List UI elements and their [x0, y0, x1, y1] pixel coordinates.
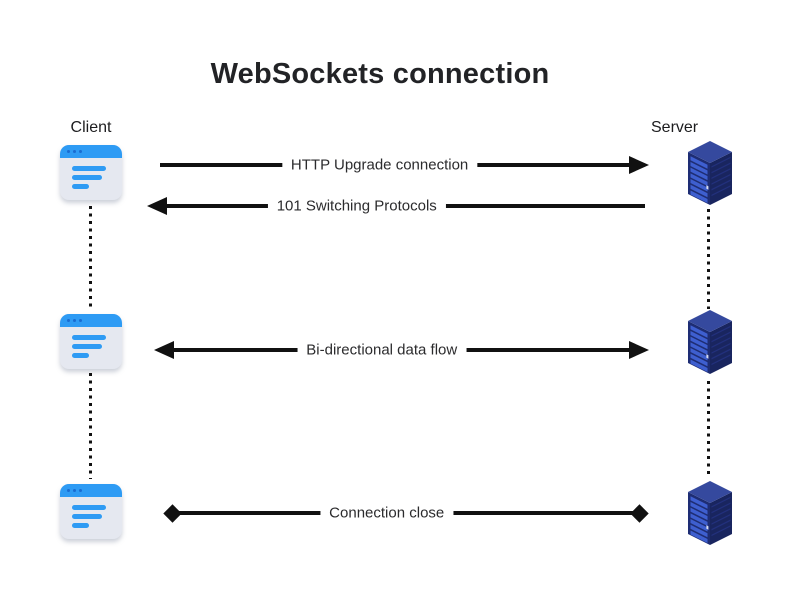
server-tower-icon — [688, 141, 732, 205]
right-arrowhead-icon — [629, 156, 649, 174]
window-dot-icon — [67, 489, 70, 492]
window-dot-icon — [79, 489, 82, 492]
text-line-icon — [72, 184, 89, 189]
left-diamond-icon — [163, 503, 182, 523]
text-line-icon — [72, 353, 89, 358]
arrow-http-upgrade: HTTP Upgrade connection — [160, 155, 649, 175]
browser-window-icon — [60, 484, 122, 539]
client-lifeline-dotted — [89, 206, 92, 310]
arrow-switching-protocols: 101 Switching Protocols — [147, 196, 645, 216]
browser-titlebar — [60, 314, 122, 327]
window-dot-icon — [67, 150, 70, 153]
arrow-label: 101 Switching Protocols — [267, 197, 446, 215]
browser-titlebar — [60, 484, 122, 497]
window-dot-icon — [79, 150, 82, 153]
window-dot-icon — [73, 150, 76, 153]
server-tower-icon — [688, 481, 732, 545]
server-lifeline-dotted — [707, 381, 710, 477]
left-arrowhead-icon — [147, 197, 167, 215]
diagram-title: WebSockets connection — [210, 58, 550, 90]
text-line-icon — [72, 335, 106, 340]
arrow-connection-close: Connection close — [163, 503, 649, 523]
left-arrowhead-icon — [154, 341, 174, 359]
server-tower-icon — [688, 310, 732, 374]
arrow-label: Connection close — [320, 504, 454, 522]
arrow-label: HTTP Upgrade connection — [281, 156, 478, 174]
text-line-icon — [72, 344, 102, 349]
text-line-icon — [72, 514, 102, 519]
text-line-icon — [72, 505, 106, 510]
client-label: Client — [70, 119, 112, 136]
browser-content — [60, 497, 122, 528]
window-dot-icon — [73, 489, 76, 492]
browser-content — [60, 327, 122, 358]
window-dot-icon — [73, 319, 76, 322]
arrow-label: Bi-directional data flow — [297, 341, 467, 359]
window-dot-icon — [79, 319, 82, 322]
server-label: Server — [651, 119, 699, 136]
text-line-icon — [72, 175, 102, 180]
window-dot-icon — [67, 319, 70, 322]
server-lifeline-dotted — [707, 209, 710, 309]
text-line-icon — [72, 166, 106, 171]
browser-window-icon — [60, 145, 122, 200]
browser-titlebar — [60, 145, 122, 158]
right-diamond-icon — [630, 503, 649, 523]
arrow-bidirectional-flow: Bi-directional data flow — [154, 340, 649, 360]
browser-content — [60, 158, 122, 189]
client-lifeline-dotted — [89, 373, 92, 479]
text-line-icon — [72, 523, 89, 528]
browser-window-icon — [60, 314, 122, 369]
right-arrowhead-icon — [629, 341, 649, 359]
